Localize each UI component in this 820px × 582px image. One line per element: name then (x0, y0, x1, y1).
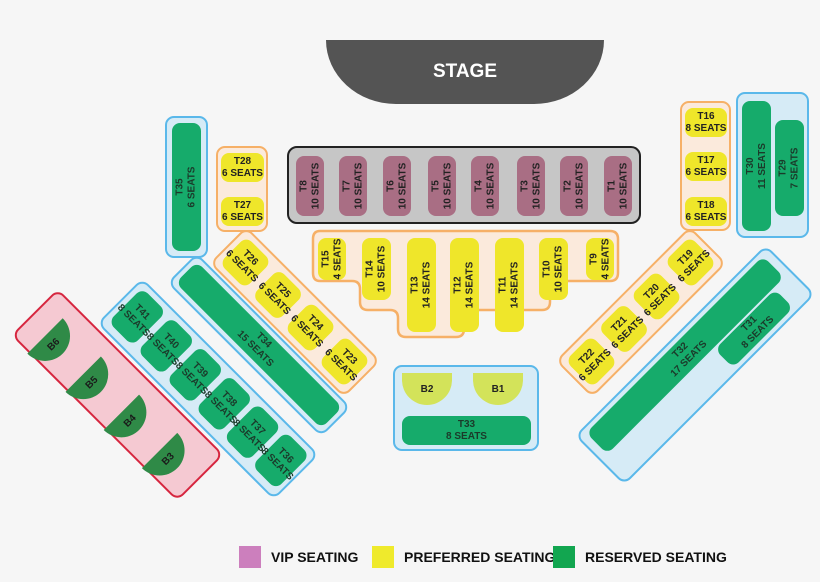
reserved-swatch (553, 546, 575, 568)
stage-label: STAGE (432, 61, 498, 82)
legend-preferred: PREFERRED SEATING (372, 546, 555, 568)
legend-reserved: RESERVED SEATING (553, 546, 727, 568)
stage: STAGE (326, 40, 604, 104)
preferred-swatch (372, 546, 394, 568)
vip-swatch (239, 546, 261, 568)
legend-vip: VIP SEATING (239, 546, 358, 568)
